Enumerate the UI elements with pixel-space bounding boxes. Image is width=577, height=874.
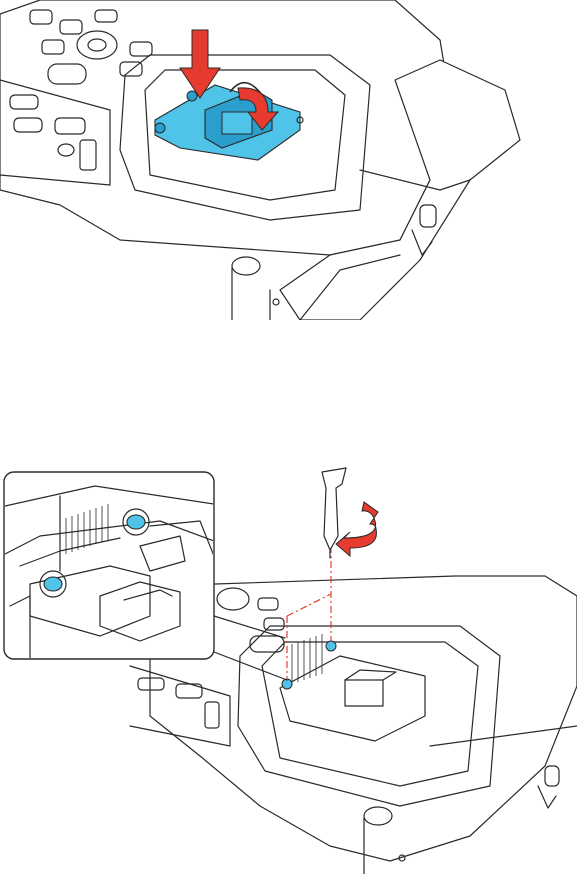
inset-screw	[44, 577, 62, 591]
inset-screw	[127, 515, 145, 529]
screw-detail-inset	[4, 472, 214, 659]
lamp-screw	[326, 641, 336, 651]
lamp-insertion-svg	[0, 0, 577, 320]
tighten-rotation-arrow	[336, 502, 378, 556]
side-latch	[538, 766, 559, 808]
screw-hole	[273, 299, 279, 305]
screw-tightening-svg	[0, 466, 577, 874]
screw-tightening-illustration	[0, 466, 577, 874]
foot	[232, 257, 260, 275]
lamp-insertion-illustration	[0, 0, 577, 320]
